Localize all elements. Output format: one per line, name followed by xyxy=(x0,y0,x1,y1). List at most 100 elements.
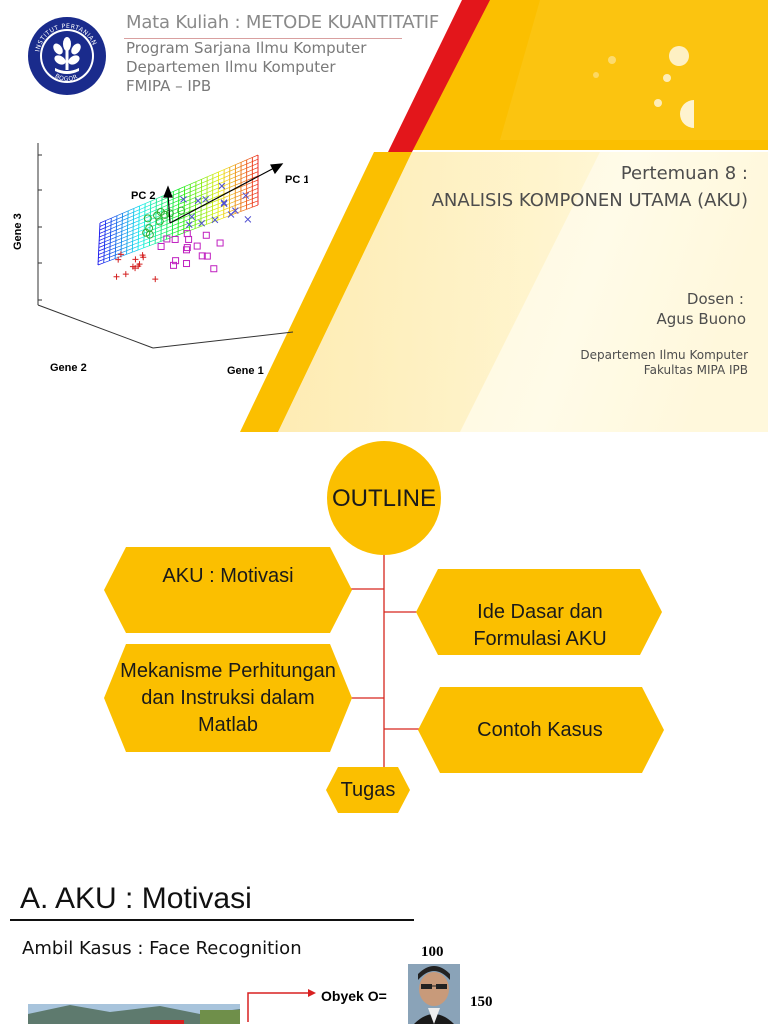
mesh-line xyxy=(206,217,213,221)
mesh-line xyxy=(121,239,128,243)
mesh-line xyxy=(240,184,247,188)
mesh-line xyxy=(143,241,150,245)
mesh-line xyxy=(207,178,213,182)
mesh-line xyxy=(161,208,168,212)
mesh-line xyxy=(235,178,242,182)
hex-contoh-kasus xyxy=(418,687,664,773)
data-marker xyxy=(202,231,210,239)
motivation-slide: A. AKU : Motivasi Ambil Kasus : Face Rec… xyxy=(0,864,768,1024)
hex-ide-dasar xyxy=(416,569,662,655)
mesh-line xyxy=(212,195,219,199)
mesh-line xyxy=(178,190,185,194)
mesh-line xyxy=(126,244,133,248)
mesh-line xyxy=(229,176,236,180)
mesh-line xyxy=(150,205,157,209)
data-marker xyxy=(122,271,129,278)
mesh-line xyxy=(178,193,185,197)
mesh-line xyxy=(144,211,151,215)
mesh-line xyxy=(229,201,236,204)
data-marker xyxy=(117,251,124,258)
mesh-line xyxy=(99,220,106,224)
mesh-line xyxy=(218,197,225,201)
mesh-line xyxy=(252,158,259,162)
mesh-line xyxy=(109,243,116,247)
mesh-line xyxy=(183,210,190,214)
mesh-line xyxy=(252,175,259,179)
mesh-line xyxy=(206,213,213,217)
mesh-line xyxy=(240,163,247,167)
hex-aku-motivasi xyxy=(104,547,352,633)
mesh-line xyxy=(240,200,247,204)
mesh-line xyxy=(195,194,202,198)
mesh-line xyxy=(201,192,208,196)
data-marker xyxy=(145,230,154,239)
mesh-line xyxy=(173,192,180,196)
mesh-line xyxy=(161,201,168,205)
mesh-line xyxy=(223,170,230,174)
mesh-line xyxy=(212,179,219,183)
mesh-line xyxy=(178,224,184,228)
mesh-line xyxy=(166,229,173,233)
mesh-line xyxy=(115,234,122,238)
mesh-line xyxy=(111,215,118,219)
mesh-line xyxy=(139,210,146,214)
outline-diagram xyxy=(104,441,664,813)
mesh-line xyxy=(172,230,179,234)
mesh-line xyxy=(122,217,129,221)
mesh-line xyxy=(246,157,253,161)
mesh-line xyxy=(212,207,219,211)
mesh-line xyxy=(235,190,242,194)
mesh-line xyxy=(189,197,196,200)
data-marker xyxy=(152,276,159,283)
mesh-line xyxy=(206,221,213,225)
mesh-line xyxy=(252,196,259,200)
mesh-line xyxy=(212,183,219,187)
mesh-line xyxy=(172,204,179,207)
mesh-line xyxy=(223,207,230,211)
mesh-line xyxy=(127,219,134,223)
svg-text:BOGOR: BOGOR xyxy=(54,73,79,83)
item-mekanisme: Mekanisme Perhitungan dan Instruksi dala… xyxy=(120,659,336,736)
mesh-line xyxy=(252,179,259,183)
mesh-line xyxy=(126,248,133,251)
mesh-line xyxy=(189,204,196,208)
mesh-line xyxy=(252,183,259,187)
ipb-logo: INSTITUT PERTANIAN BOGOR xyxy=(28,17,106,95)
mesh-line xyxy=(229,196,236,200)
mesh-line xyxy=(127,229,134,233)
mesh-line xyxy=(229,205,236,208)
mesh-line xyxy=(173,196,179,200)
mesh-line xyxy=(200,216,207,219)
mesh-line xyxy=(235,182,242,186)
red-band xyxy=(388,0,490,152)
mesh-line xyxy=(229,172,236,176)
mesh-line xyxy=(200,212,207,215)
mesh-line xyxy=(144,208,151,212)
mesh-line xyxy=(184,191,191,195)
mesh-line xyxy=(223,187,230,191)
mesh-line xyxy=(103,253,110,257)
mesh-line xyxy=(144,215,151,219)
mesh-line xyxy=(190,189,196,193)
mesh-line xyxy=(145,200,151,204)
mesh-line xyxy=(235,202,242,206)
mesh-line xyxy=(127,211,134,215)
data-marker xyxy=(172,257,180,265)
mesh-line xyxy=(200,208,207,212)
mesh-line xyxy=(104,246,111,250)
mesh-line xyxy=(201,184,208,188)
data-marker xyxy=(220,200,228,208)
lecturer-name: Agus Buono xyxy=(656,310,746,328)
topic-title: ANALISIS KOMPONEN UTAMA (AKU) xyxy=(431,190,748,211)
data-marker xyxy=(177,206,186,215)
mesh-line xyxy=(172,200,179,204)
mesh-line xyxy=(240,159,247,163)
mesh-line xyxy=(240,176,247,179)
mesh-line xyxy=(177,232,184,236)
mesh-line xyxy=(126,237,133,241)
mesh-line xyxy=(172,227,179,230)
mesh-line xyxy=(246,206,253,210)
data-marker xyxy=(170,261,178,269)
item-contoh-kasus: Contoh Kasus xyxy=(477,718,603,741)
hex-tugas xyxy=(326,767,410,813)
